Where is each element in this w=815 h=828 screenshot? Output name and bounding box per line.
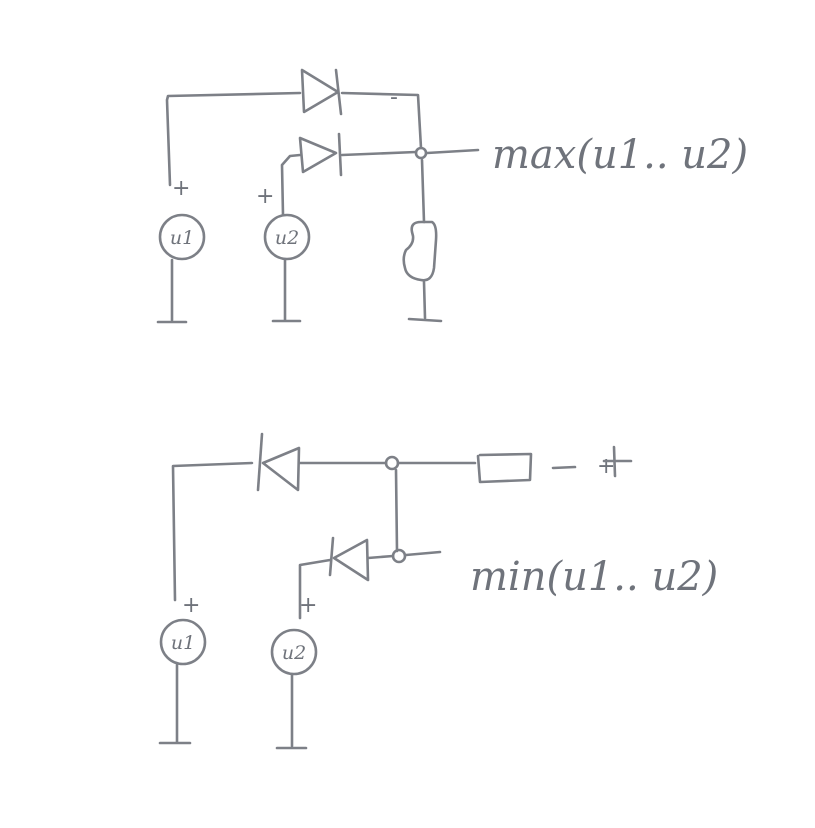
- wire-u2-to-diode-2-min: [298, 558, 332, 620]
- wire-resistor-to-ground: [422, 280, 427, 320]
- wire-u1-to-diode-1-min: [171, 461, 254, 602]
- wire-diode-2-to-node: [340, 150, 418, 157]
- source-u1-min-plus: +: [182, 593, 200, 618]
- wire-diode-1-to-bus: [340, 91, 423, 150]
- output-label-min: min(u1.. u2): [470, 554, 718, 600]
- wire-output-min: [404, 550, 442, 557]
- source-u2-max-label: u2: [275, 227, 299, 249]
- source-u1-max-plus: +: [172, 176, 190, 201]
- source-u2-max: u2 +: [256, 184, 311, 323]
- diode-2: [298, 132, 343, 177]
- source-u2-min: u2 +: [270, 593, 317, 750]
- load-resistor-max: [402, 220, 438, 282]
- source-u1-min: u1 +: [158, 593, 207, 745]
- diode-1: [300, 68, 343, 116]
- supply-dash: [551, 465, 577, 470]
- wire-node-to-resistor: [420, 158, 426, 224]
- supply-box-min: [476, 452, 533, 484]
- node-output-min: [391, 548, 407, 564]
- ground-max-load: [407, 317, 443, 323]
- supply-plus-label: +: [597, 454, 615, 479]
- source-u2-max-plus: +: [256, 184, 274, 209]
- source-u1-min-label: u1: [171, 632, 195, 654]
- diode-1-min: [256, 432, 301, 492]
- source-u1-max-label: u1: [170, 227, 194, 249]
- source-u2-min-label: u2: [282, 642, 306, 664]
- source-u1-max: u1 +: [156, 176, 206, 324]
- supply-plus-vbar: [612, 445, 617, 478]
- node-top-min: [384, 455, 400, 471]
- wire-output-max: [425, 148, 480, 155]
- max-circuit: - u1 + u2 +: [156, 68, 748, 324]
- wire-node-vertical-min: [394, 468, 399, 553]
- output-node-max: [414, 146, 428, 160]
- wire-diode-2-to-node-min: [366, 554, 395, 560]
- diode-1-minus-mark: -: [390, 85, 398, 110]
- output-label-max: max(u1.. u2): [492, 132, 748, 178]
- wire-u1-to-diode-1: [165, 91, 302, 187]
- source-u2-min-plus: +: [299, 593, 317, 618]
- diode-2-min: [328, 536, 370, 582]
- min-circuit: + u1 + u2 + min(: [158, 432, 718, 750]
- wire-u2-to-diode-2: [280, 153, 302, 217]
